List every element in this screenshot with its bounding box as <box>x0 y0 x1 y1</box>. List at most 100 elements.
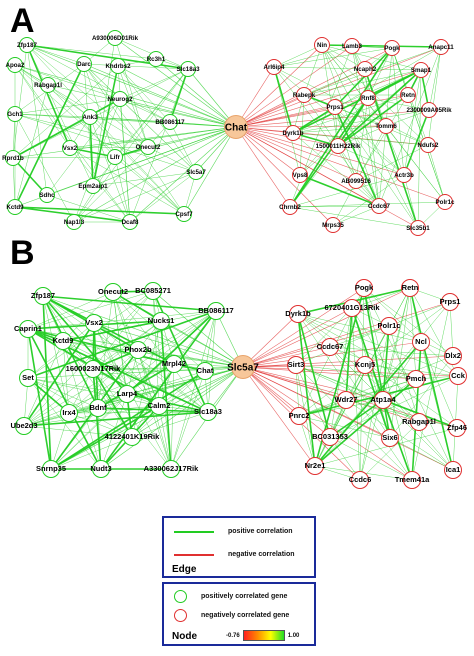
svg-text:Atp1a4: Atp1a4 <box>370 395 396 404</box>
color-gradient-bar <box>242 630 285 641</box>
svg-text:Zfp187: Zfp187 <box>31 291 55 300</box>
gene-node-ndufs2: Ndufs2 <box>418 137 439 153</box>
gene-node-neurog2: Neurog2 <box>107 91 133 107</box>
gene-node-nin: Nin <box>314 37 330 53</box>
gene-node-lamb3: Lamb3 <box>342 38 363 54</box>
gene-node-retn: Retn <box>401 279 419 297</box>
svg-text:Nr2e1: Nr2e1 <box>305 461 326 470</box>
gene-node-caprin1: Caprin1 <box>14 320 42 338</box>
gene-node-onecut2: Onecut2 <box>98 283 128 301</box>
gene-node-wdr27: Wdr27 <box>335 391 358 409</box>
svg-text:Smap1: Smap1 <box>411 67 432 74</box>
gene-node-rc3h1: Rc3h1 <box>147 51 166 67</box>
edge-legend-title: Edge <box>172 564 197 575</box>
svg-text:Arl6ip4: Arl6ip4 <box>264 64 286 71</box>
positive-edge-sample <box>174 530 214 533</box>
svg-text:Tomm6: Tomm6 <box>375 123 397 130</box>
gene-node-ccdc67: Ccdc67 <box>368 198 391 214</box>
gene-node-1600023n17rik: 1600023N17Rik <box>66 360 121 378</box>
svg-text:Retn: Retn <box>402 283 419 292</box>
svg-text:Zfp46: Zfp46 <box>447 423 467 432</box>
gene-node-ica1: Ica1 <box>444 461 462 479</box>
gene-node-6720401g13rik: 6720401G13Rik <box>324 299 380 317</box>
gene-node-kcnj5: Kcnj5 <box>355 356 375 374</box>
svg-text:Rprd1b: Rprd1b <box>2 155 24 162</box>
gene-node-sirt3: Sirt3 <box>287 356 305 374</box>
svg-text:A930006D01Rik: A930006D01Rik <box>92 35 139 42</box>
gene-node-calm2: Calm2 <box>148 397 170 415</box>
svg-text:Onecut2: Onecut2 <box>98 287 128 296</box>
gene-node-atp1a4: Atp1a4 <box>370 391 396 409</box>
svg-text:Kcnj5: Kcnj5 <box>355 360 375 369</box>
negative-edge-sample <box>174 553 214 556</box>
gene-node-dlx2: Dlx2 <box>444 347 462 365</box>
gene-node-zfp187: Zfp187 <box>31 287 55 305</box>
svg-text:Snrnp35: Snrnp35 <box>36 464 66 473</box>
gene-node-vsx2: Vsx2 <box>85 314 103 332</box>
negative-node-label: negatively correlated gene <box>201 612 290 619</box>
svg-text:Onecut2: Onecut2 <box>136 144 161 151</box>
gene-node-bc085271: BC085271 <box>135 282 171 300</box>
edges-a <box>12 37 446 229</box>
legend-negative-edge: negative correlation <box>174 551 295 558</box>
gene-node-slc18a3: Slc18a3 <box>194 403 222 421</box>
gene-node-ncl: Ncl <box>412 333 430 351</box>
svg-text:Ccdc6: Ccdc6 <box>349 475 372 484</box>
gene-node-six6: Six6 <box>381 429 399 447</box>
gene-node-pmch: Pmch <box>406 370 427 388</box>
gene-node-slc18a3: Slc18a3 <box>176 61 200 77</box>
svg-text:Vsx2: Vsx2 <box>63 145 78 152</box>
gene-node-ccdc6: Ccdc6 <box>349 471 372 489</box>
svg-text:Dlx2: Dlx2 <box>445 351 461 360</box>
svg-text:Rc3h1: Rc3h1 <box>147 56 166 63</box>
svg-text:Gch1: Gch1 <box>7 111 23 118</box>
svg-text:Sdhc: Sdhc <box>39 192 55 199</box>
gene-node-tmem41a: Tmem41a <box>395 471 430 489</box>
panel-label-b: B <box>10 234 35 272</box>
positive-edge-label: positive correlation <box>228 528 293 535</box>
svg-text:Anapc11: Anapc11 <box>428 44 454 51</box>
svg-text:Ube2d3: Ube2d3 <box>10 421 37 430</box>
svg-text:Ank3: Ank3 <box>82 114 98 121</box>
gene-node-2300009a05rik: 2300009A05Rik <box>406 102 452 118</box>
svg-text:Tmem41a: Tmem41a <box>395 475 430 484</box>
gene-node-ccdc67: Ccdc67 <box>317 338 344 356</box>
gene-node-set: Set <box>19 369 37 387</box>
gene-node-actr3b: Actr3b <box>394 167 414 183</box>
gene-node-prps1: Prps1 <box>326 99 344 115</box>
svg-text:Ccdc67: Ccdc67 <box>317 342 344 351</box>
gene-node-mrpl42: Mrpl42 <box>162 355 186 373</box>
gene-node-snrnp35: Snrnp35 <box>36 460 66 478</box>
svg-text:Mrps35: Mrps35 <box>322 222 344 229</box>
gene-node-rabepk: Rabepk <box>293 87 316 103</box>
gene-node-darc: Darc <box>76 56 92 72</box>
gene-node-gch1: Gch1 <box>7 106 23 122</box>
svg-text:Kctd9: Kctd9 <box>53 336 74 345</box>
svg-text:Pnrc2: Pnrc2 <box>289 411 310 420</box>
gene-node-smap1: Smap1 <box>411 62 432 78</box>
gene-node-pogk: Pogk <box>355 279 374 297</box>
gene-node-bc031353: BC031353 <box>312 428 348 446</box>
svg-text:Phox2b: Phox2b <box>124 345 152 354</box>
gene-node-bb086117: BB086117 <box>155 114 185 130</box>
svg-text:Wdr27: Wdr27 <box>335 395 358 404</box>
svg-text:Apoa2: Apoa2 <box>6 62 25 69</box>
gene-node-slc35b1: Slc35b1 <box>406 220 430 236</box>
gene-node-pogk: Pogk <box>384 40 400 56</box>
gene-node-vps8: Vps8 <box>292 167 308 183</box>
gene-node-tomm6: Tomm6 <box>375 118 397 134</box>
gene-node-sdhc: Sdhc <box>39 187 55 203</box>
svg-text:Cck: Cck <box>451 371 466 380</box>
gene-node-a930006d01rik: A930006D01Rik <box>92 30 139 46</box>
positive-node-sample <box>174 590 187 603</box>
gene-node-cpsf7: Cpsf7 <box>175 206 193 222</box>
svg-text:Nucks1: Nucks1 <box>148 316 175 325</box>
svg-text:Sirt3: Sirt3 <box>288 360 305 369</box>
gene-node-mrps35: Mrps35 <box>322 217 344 233</box>
gene-node-bb086117: BB086117 <box>198 302 234 320</box>
gene-node-cck: Cck <box>449 367 467 385</box>
edge-legend: positive correlation negative correlatio… <box>162 516 316 578</box>
svg-text:Chat: Chat <box>197 366 214 375</box>
